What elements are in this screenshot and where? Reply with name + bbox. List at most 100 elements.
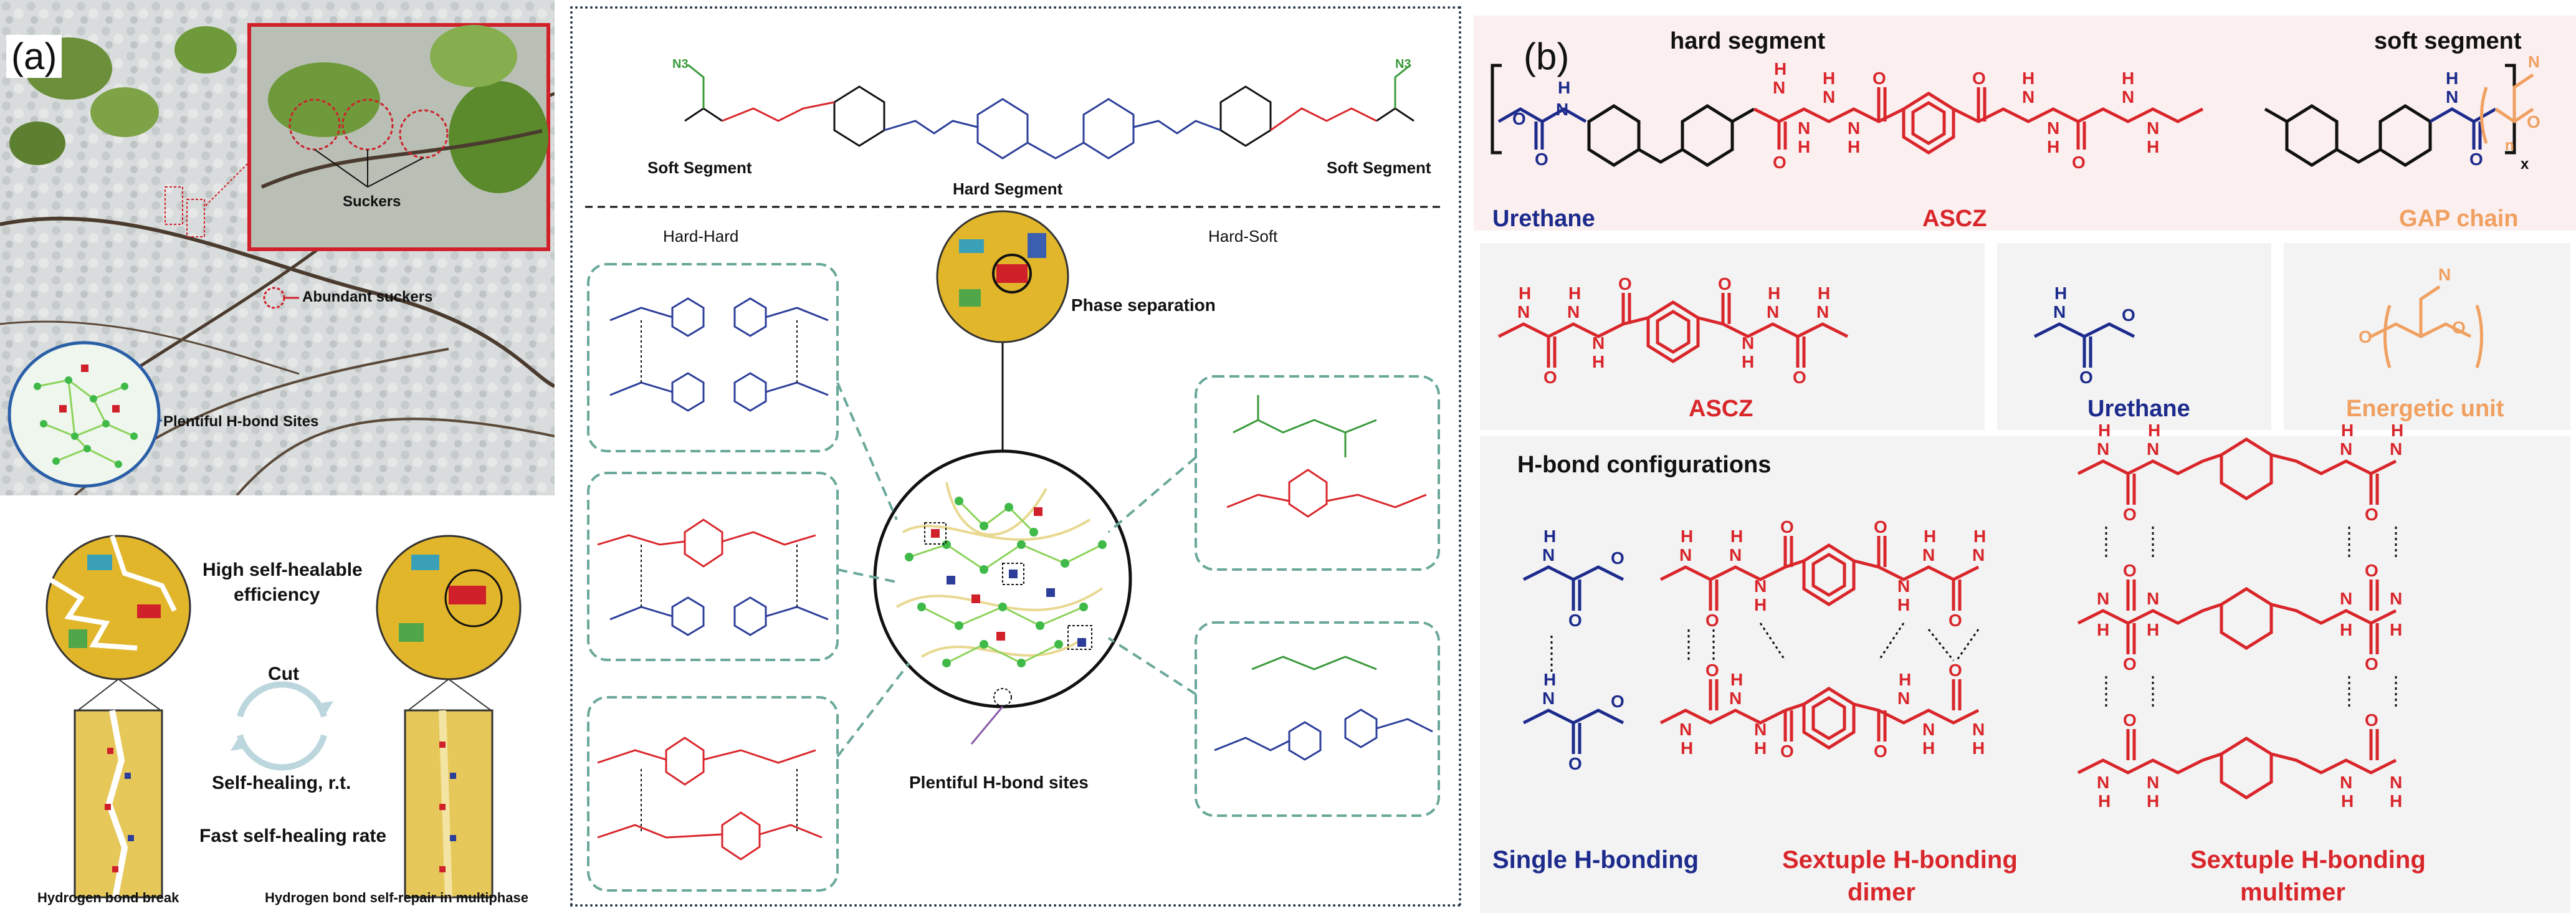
svg-text:H: H <box>1730 527 1743 546</box>
svg-text:H: H <box>2391 421 2403 440</box>
svg-text:N: N <box>1972 720 1985 739</box>
hard-soft-label: Hard-Soft <box>1208 227 1278 246</box>
svg-text:H: H <box>1768 284 1780 303</box>
svg-text:N3: N3 <box>672 57 689 71</box>
svg-text:H: H <box>1897 595 1910 614</box>
svg-text:N: N <box>2122 87 2134 107</box>
multimer-label-line1: Sextuple H-bonding <box>2190 846 2426 874</box>
svg-text:N3: N3 <box>1395 57 1411 71</box>
svg-text:H: H <box>1754 595 1767 614</box>
svg-text:H: H <box>2047 137 2059 156</box>
svg-text:N: N <box>2340 773 2352 792</box>
panel-b-label: (b) <box>1524 36 1570 77</box>
self-healing-label: Self-healing, r.t. <box>212 773 351 793</box>
svg-text:H: H <box>2390 791 2402 811</box>
svg-text:N: N <box>1592 333 1605 353</box>
high-eff-label: High self-healable <box>203 560 363 580</box>
svg-text:N: N <box>1823 87 1835 107</box>
svg-text:O: O <box>2123 710 2137 730</box>
svg-text:H: H <box>2097 620 2109 639</box>
svg-text:N: N <box>1679 720 1692 739</box>
urethane-polymer-label: Urethane <box>1492 206 1595 232</box>
svg-text:N: N <box>1542 689 1555 708</box>
svg-text:O: O <box>1780 517 1794 537</box>
svg-text:O: O <box>1872 69 1886 88</box>
subscript-x: x <box>2521 156 2529 173</box>
ascz-polymer-label: ASCZ <box>1922 206 1987 232</box>
svg-text:O: O <box>1793 368 1806 387</box>
panel-a-scheme: N3 N3 <box>570 6 1461 907</box>
svg-text:N: N <box>2147 589 2159 608</box>
bond-repair-label: Hydrogen bond self-repair in multiphase <box>265 890 528 905</box>
suckers-label: Suckers <box>343 193 401 210</box>
svg-text:O: O <box>2469 150 2483 169</box>
svg-text:H: H <box>1754 738 1767 758</box>
svg-text:N: N <box>1556 100 1568 119</box>
svg-text:H: H <box>1823 69 1835 88</box>
svg-text:O: O <box>1512 109 1526 128</box>
svg-text:N: N <box>2390 773 2402 792</box>
plentiful-sites-label: Plentiful H-bond Sites <box>163 413 319 430</box>
svg-text:N: N <box>2147 118 2159 138</box>
svg-text:H: H <box>1543 670 1556 689</box>
svg-text:O: O <box>2123 505 2137 524</box>
svg-text:O: O <box>2527 112 2540 131</box>
unit-energetic-label: Energetic unit <box>2346 396 2504 422</box>
svg-text:H: H <box>2098 421 2111 440</box>
svg-text:O: O <box>2365 505 2378 524</box>
hard-segment-label: hard segment <box>1670 28 1826 54</box>
svg-text:N: N <box>1729 689 1742 708</box>
ascz-unit-box <box>1480 243 1985 430</box>
svg-text:N: N <box>2340 439 2352 459</box>
svg-text:N: N <box>1754 576 1767 596</box>
svg-text:H: H <box>1899 670 1911 689</box>
panel-b-chemistry: O O N H NH NH NH <box>1491 52 2540 811</box>
unit-ascz-label: ASCZ <box>1689 396 1753 422</box>
svg-text:N: N <box>1972 545 1985 565</box>
svg-text:H: H <box>1519 284 1531 303</box>
svg-text:H: H <box>1972 738 1985 758</box>
phase-separation-label: Phase separation <box>1071 295 1216 315</box>
svg-text:N: N <box>1816 302 1829 322</box>
svg-text:H: H <box>1818 284 1830 303</box>
svg-text:H: H <box>1742 352 1754 371</box>
soft-segment-right: Soft Segment <box>1327 158 1431 177</box>
svg-text:O: O <box>1949 661 1962 680</box>
fast-rate-label: Fast self-healing rate <box>199 826 387 846</box>
svg-text:H: H <box>2148 421 2160 440</box>
svg-text:N: N <box>1517 302 1530 322</box>
hard-segment: Hard Segment <box>953 179 1063 198</box>
svg-text:H: H <box>2340 620 2352 639</box>
svg-text:H: H <box>1592 352 1605 371</box>
svg-text:O: O <box>1611 692 1624 711</box>
svg-text:H: H <box>2022 69 2035 88</box>
gap-chain-label: GAP chain <box>2399 206 2519 232</box>
svg-text:N: N <box>2147 439 2159 459</box>
svg-text:H: H <box>2122 69 2134 88</box>
svg-text:O: O <box>1535 150 1548 169</box>
svg-text:O: O <box>1568 611 1582 630</box>
svg-text:N: N <box>2390 589 2402 608</box>
svg-text:N: N <box>2446 87 2458 107</box>
svg-text:H: H <box>2147 620 2159 639</box>
svg-text:O: O <box>1874 517 1887 537</box>
hbond-config-title: H-bond configurations <box>1517 452 1772 478</box>
svg-text:N: N <box>2147 773 2159 792</box>
svg-text:H: H <box>1924 527 1936 546</box>
svg-text:H: H <box>2098 791 2111 811</box>
svg-text:N: N <box>1897 576 1910 596</box>
svg-text:O: O <box>2359 327 2372 346</box>
svg-text:N: N <box>2047 118 2059 138</box>
bond-break-label: Hydrogen bond break <box>37 890 179 905</box>
panel-a-healing: High self-healable efficiency Cut Self-h… <box>0 511 555 913</box>
svg-text:O: O <box>1611 548 1624 568</box>
svg-text:N: N <box>1754 720 1767 739</box>
svg-text:H: H <box>1730 670 1743 689</box>
panel-a-label: (a) <box>6 35 62 78</box>
svg-text:O: O <box>2123 654 2137 674</box>
svg-text:O: O <box>1718 274 1732 293</box>
svg-text:N: N <box>1922 720 1935 739</box>
hard-hard-label: Hard-Hard <box>663 227 739 246</box>
svg-text:O: O <box>1972 69 1986 88</box>
svg-text:O: O <box>2122 305 2135 325</box>
